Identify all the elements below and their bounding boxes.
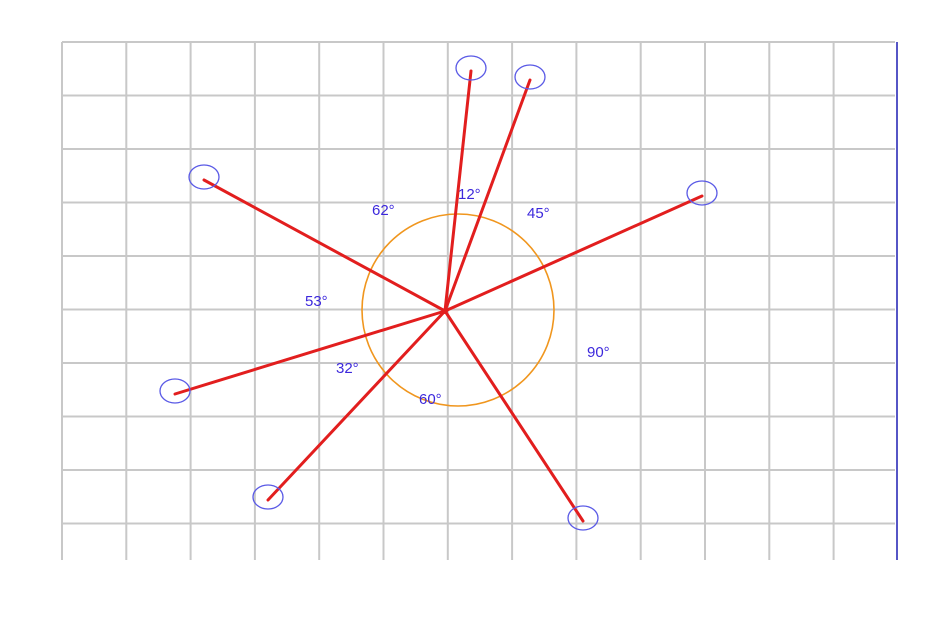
angle-label-12: 12° [458,186,481,203]
rays [173,69,704,523]
grid [61,41,895,560]
angle-label-90: 90° [587,344,610,361]
ray-handles [159,55,718,531]
ray-right-handle[interactable] [686,180,718,206]
angle-label-62: 62° [372,202,395,219]
ray-bottom-left-handle[interactable] [252,484,284,510]
angle-label-32: 32° [336,360,359,377]
ray-bottom-left [266,309,447,502]
ray-right [443,194,704,313]
ray-top-right-steep-handle[interactable] [514,64,546,90]
ray-top-handle[interactable] [455,55,487,81]
ray-bottom-right [443,309,585,523]
angle-label-53: 53° [305,293,328,310]
ray-left [173,309,447,396]
ray-top [443,69,473,313]
ray-bottom-right-handle[interactable] [567,505,599,531]
ray-top-right-steep [443,78,532,313]
angle-label-45: 45° [527,205,550,222]
ray-left-handle[interactable] [159,378,191,404]
angle-label-60: 60° [419,391,442,408]
protractor-circle [361,213,555,407]
ray-top-left-handle[interactable] [188,164,220,190]
center-point[interactable] [442,308,448,314]
ray-top-left [202,178,447,313]
angle-labels: 62° 12° 45° 53° 90° 32° 60° [305,186,610,408]
